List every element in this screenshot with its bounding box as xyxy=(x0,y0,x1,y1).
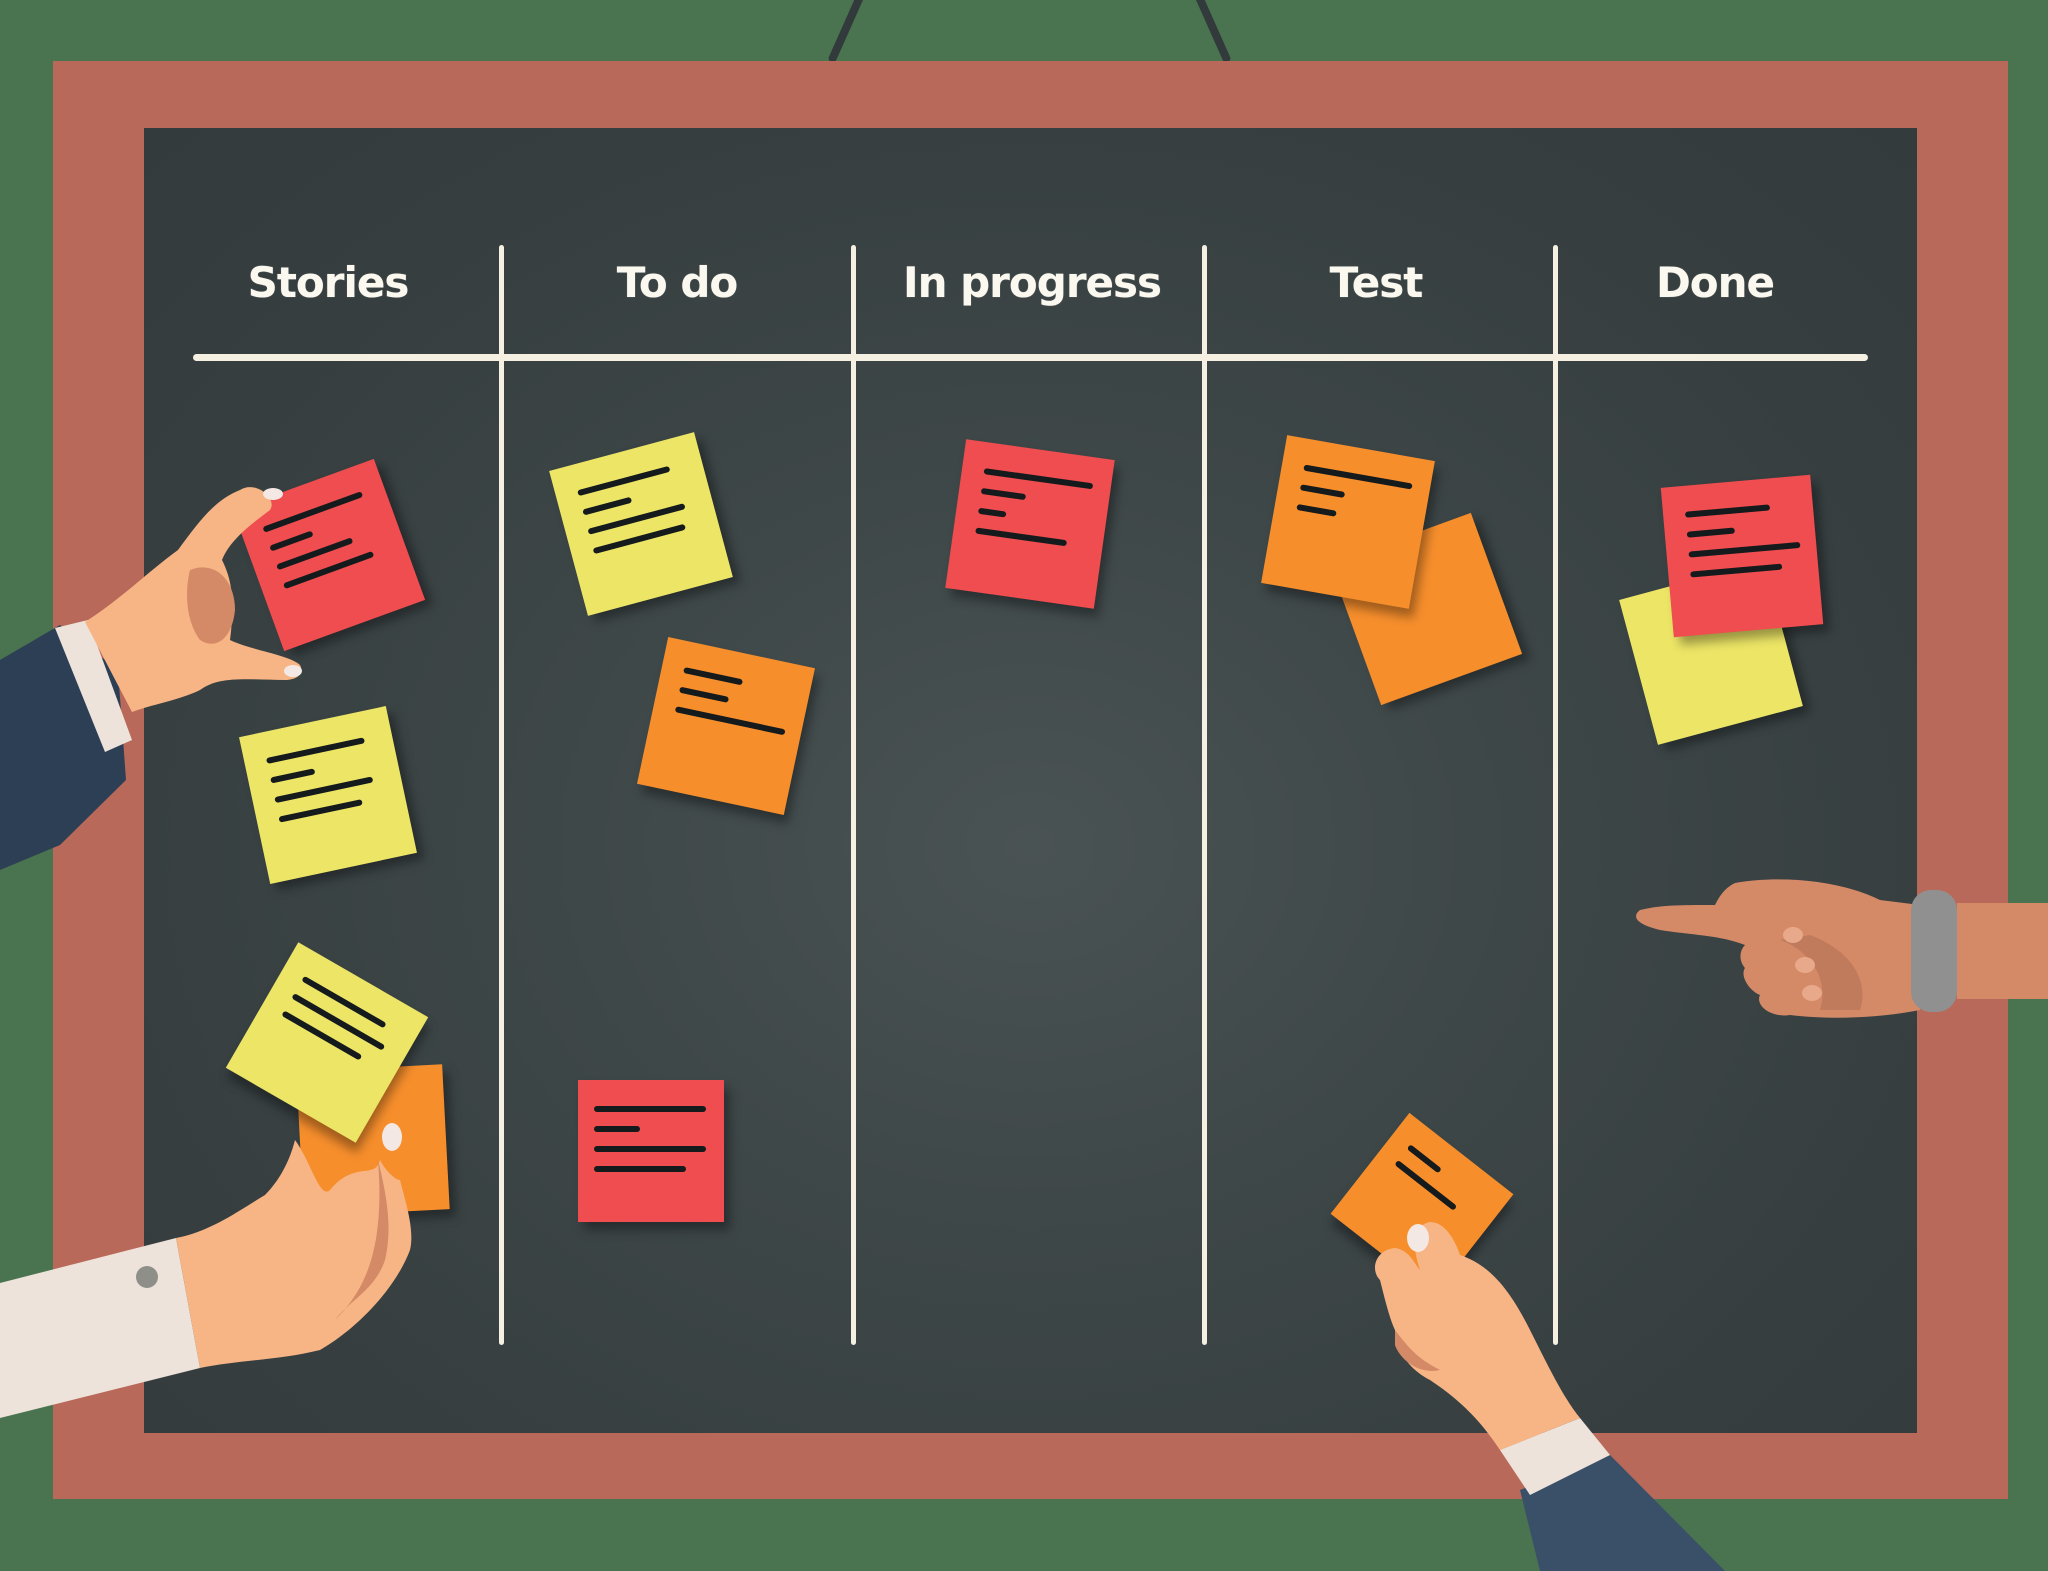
sticky-note-test-orange[interactable] xyxy=(1261,435,1435,609)
column-divider-2 xyxy=(851,245,856,1345)
chalkboard xyxy=(144,128,1917,1433)
sticky-note-stories-yellow[interactable] xyxy=(239,706,417,884)
sticky-note-todo-orange[interactable] xyxy=(637,637,815,815)
sticky-note-inprogress-red[interactable] xyxy=(945,439,1115,609)
column-header-test: Test xyxy=(1329,258,1424,307)
column-header-todo: To do xyxy=(616,258,738,307)
column-divider-4 xyxy=(1553,245,1558,1345)
sticky-note-todo-red[interactable] xyxy=(578,1080,724,1222)
column-divider-1 xyxy=(499,245,504,1345)
header-divider-line xyxy=(193,354,1868,361)
column-header-done: Done xyxy=(1655,258,1775,307)
column-header-stories: Stories xyxy=(247,258,410,307)
column-divider-3 xyxy=(1202,245,1207,1345)
hanger-string-right xyxy=(1190,0,1232,64)
column-header-in-progress: In progress xyxy=(902,258,1162,307)
hanger-string-left xyxy=(827,0,869,64)
sticky-note-done-red[interactable] xyxy=(1660,474,1824,638)
